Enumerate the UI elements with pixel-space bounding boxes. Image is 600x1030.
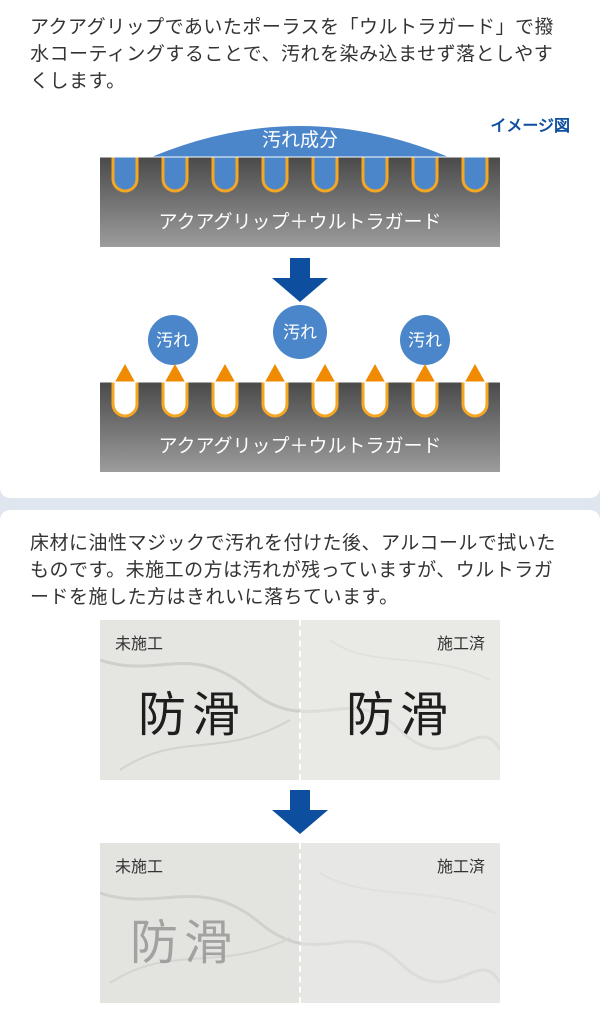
untreated-label: 未施工 (115, 857, 164, 876)
coating-line (311, 157, 339, 193)
pore (463, 157, 487, 191)
coating-line (111, 157, 139, 193)
marble-photo-after: 未施工 施工済 防滑 (100, 843, 500, 1003)
divider (299, 620, 301, 780)
coating-line (161, 157, 189, 193)
marker-stain-untreated: 防滑 (138, 687, 247, 743)
stain-drop-label: 汚れ (156, 331, 190, 351)
repel-arrow-icon (465, 364, 485, 382)
pore (263, 157, 287, 191)
coating-line (161, 382, 189, 418)
coating-line (411, 157, 439, 193)
coating-line (311, 382, 339, 418)
test-description: 床材に油性マジックで汚れを付けた後、アルコールで拭いたものです。未施工の方は汚れ… (30, 532, 556, 608)
coating-diagram-top: 汚れ成分 アクアグリップ＋ウルトラガード (100, 126, 500, 247)
stain-drop-label: 汚れ (408, 331, 442, 351)
coating-line (461, 382, 489, 418)
pore (413, 382, 437, 416)
stain-drop-label: 汚れ (283, 323, 317, 343)
marble-photo-before: 未施工 施工済 防滑 防滑 (100, 620, 500, 780)
repel-arrow-icon (115, 364, 135, 382)
stain-drop (400, 315, 450, 365)
untreated-label: 未施工 (115, 634, 164, 653)
repel-arrow-icon (215, 364, 235, 382)
pore (463, 382, 487, 416)
coating-line (411, 382, 439, 418)
down-arrow-icon (272, 790, 328, 834)
pore (363, 382, 387, 416)
pore (363, 157, 387, 191)
coating-line (261, 157, 289, 193)
coating-line (461, 157, 489, 193)
coating-line (211, 382, 239, 418)
pore (213, 157, 237, 191)
divider (299, 843, 301, 1003)
stain-label: 汚れ成分 (262, 129, 338, 151)
material-label-bottom: アクアグリップ＋ウルトラガード (158, 435, 441, 457)
pore (313, 157, 337, 191)
pore (213, 382, 237, 416)
pore (113, 382, 137, 416)
repel-arrow-icon (365, 364, 385, 382)
coating-line (361, 382, 389, 418)
pore (413, 157, 437, 191)
repel-arrow-icon (415, 364, 435, 382)
coating-description: アクアグリップであいたポーラスを「ウルトラガード」で撥水コーティングすることで、… (30, 16, 555, 92)
stain-drop (273, 305, 327, 359)
repel-arrow-icon (165, 364, 185, 382)
pore (113, 157, 137, 191)
coating-line (361, 157, 389, 193)
coating-line (111, 382, 139, 418)
coating-diagram-bottom: 汚れ 汚れ 汚れ アクアグリップ＋ウルトラガード (100, 305, 500, 472)
pore (313, 382, 337, 416)
repel-arrow-icon (265, 364, 285, 382)
coating-line (211, 157, 239, 193)
stain-drop (148, 315, 198, 365)
treated-label: 施工済 (436, 634, 485, 653)
pore (163, 157, 187, 191)
repel-arrow-icon (315, 364, 335, 382)
coating-line (261, 382, 289, 418)
treated-label: 施工済 (436, 857, 485, 876)
residual-stain-untreated: 防滑 (130, 915, 239, 971)
material-block (100, 157, 500, 247)
stain-blob (140, 126, 460, 162)
pore (163, 382, 187, 416)
marker-stain-treated: 防滑 (346, 687, 455, 743)
image-note: イメージ図 (490, 116, 570, 135)
material-label-top: アクアグリップ＋ウルトラガード (158, 211, 441, 233)
down-arrow-icon (272, 258, 328, 302)
material-block (100, 382, 500, 472)
pore (263, 382, 287, 416)
